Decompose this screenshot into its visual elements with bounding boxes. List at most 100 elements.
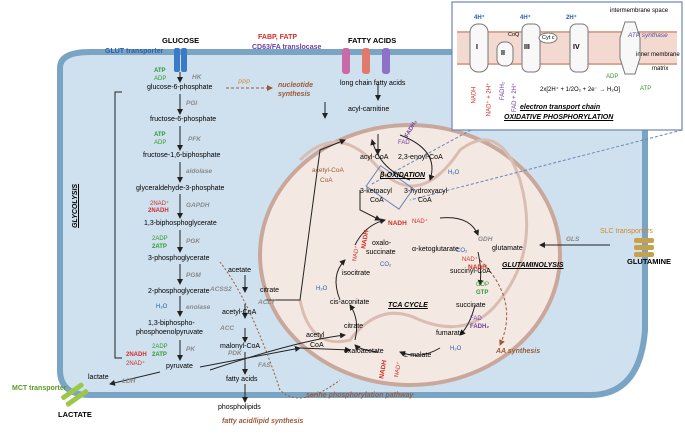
glycolysis-label: GLYCOLYSIS: [72, 183, 79, 228]
cofactor-nad: 2NAD⁺: [150, 201, 170, 207]
acly-label: ACLY: [258, 299, 276, 306]
fabp-label: FABP, FATP: [258, 34, 298, 41]
gdh-label: GDH: [478, 236, 493, 243]
metabolite-g3p: glyceraldehyde-3-phosphate: [136, 185, 225, 192]
complex3-label: III: [524, 44, 530, 51]
cytc-label: Cyt c: [542, 35, 555, 41]
lcfa-label: long chain fatty acids: [340, 80, 406, 87]
nadh-beta: NADH: [388, 220, 407, 227]
etc-nad: NAD⁺ + 2H⁺: [486, 82, 493, 117]
ppp-label: PPP: [238, 80, 251, 86]
matrix-label: matrix: [652, 66, 669, 72]
gdp-label: GDP: [476, 282, 490, 288]
cofactor-nadh: 2NADH: [148, 208, 169, 214]
oaa-label: oxaloacetate: [344, 348, 384, 355]
h2o-beta: H₂O: [448, 170, 460, 176]
nad-beta: NAD⁺: [412, 219, 428, 225]
phospholipids-label: phospholipids: [218, 404, 261, 411]
enzyme-pgi: PGI: [186, 100, 198, 107]
complex2-label: II: [501, 50, 505, 57]
metabolite-pep1: 1,3-biphospho-: [148, 320, 195, 327]
gls-label: GLS: [566, 236, 580, 243]
glucose-label: GLUCOSE: [162, 36, 200, 45]
oxalo-label: oxalo-: [372, 240, 392, 247]
complex-2: [496, 41, 514, 67]
complex-3: [521, 23, 541, 73]
mct-label: MCT transporter: [12, 385, 67, 392]
glut-transporter: [174, 48, 187, 72]
acylcarnitine-label: acyl-carnitine: [348, 106, 390, 113]
h2-label: 2H⁺: [566, 15, 577, 21]
glut-label: GLUT transporter: [105, 48, 164, 55]
slc-label: SLC transporters: [600, 228, 653, 235]
acc-label: ACC: [220, 325, 235, 332]
fatty-acids-cyto-label: fatty acids: [226, 376, 258, 383]
etc-title: electron transport chain: [520, 104, 601, 111]
fadh2-tca: FADH₂: [470, 324, 489, 330]
keto2-label: CoA: [370, 197, 384, 204]
cofactor-adp1: ADP: [154, 76, 167, 82]
hydroxy2-label: CoA: [418, 197, 432, 204]
cofactor-nad-ldh: 2NAD⁺: [126, 361, 146, 367]
cofactor-adp4: 2ADP: [152, 344, 168, 350]
metabolite-f6p: fructose-6-phosphate: [150, 116, 217, 123]
slc-transporter: [634, 238, 654, 257]
glutamate-label: glutamate: [492, 245, 523, 252]
acetyl-mito-label: acetyl: [306, 332, 325, 339]
coa-beta: CoA: [320, 177, 333, 184]
enzyme-pgk: PGK: [186, 238, 201, 245]
beta-ox-label: β-OXIDATION: [380, 172, 426, 179]
enzyme-enolase: enolase: [186, 304, 211, 311]
glutamine-label: GLUTAMINE: [627, 257, 672, 266]
metabolite-f16bp: fructose-1,6-biphosphate: [143, 152, 221, 159]
metabolite-g6p: glucose-6-phosphate: [147, 84, 213, 91]
cofactor-atp3: 2ATP: [152, 244, 167, 250]
atp-synthase-label: ATP synthase: [628, 32, 668, 39]
complex4-label: IV: [573, 44, 580, 51]
fatty-acids-label: FATTY ACIDS: [348, 36, 397, 45]
metabolite-2pg: 2-phosphoglycerate: [148, 288, 210, 295]
cofactor-adp2: ADP: [154, 140, 167, 146]
akg-label: α-ketoglutarate: [412, 246, 459, 253]
intermembrane-label: intermembrane space: [610, 8, 669, 14]
complex1-label: I: [476, 44, 478, 51]
succ-coa-label: succinyl-CoA: [450, 268, 491, 275]
nad-tca-2: NAD⁺: [462, 257, 478, 263]
tca-label: TCA CYCLE: [388, 302, 428, 309]
enzyme-hk: HK: [192, 74, 202, 81]
mitochondrion: [258, 123, 562, 387]
h2o-tca-2: H₂O: [316, 286, 328, 292]
acetyl-coa-cyto-label: acetyl-CoA: [222, 309, 257, 316]
cofactor-nadh-ldh: 2NADH: [126, 352, 147, 358]
acyl-coa-label: acyl-CoA: [360, 154, 389, 161]
cristae: [298, 138, 529, 344]
cofactor-atp4: 2ATP: [152, 352, 167, 358]
succinate-label: succinate: [456, 302, 486, 309]
cofactor-atp2: ATP: [154, 132, 166, 138]
metabolite-13bpg: 1,3-biphosphoglycerate: [144, 220, 217, 227]
cofactor-atp1: ATP: [154, 68, 166, 74]
glutaminolysis-label: GLUTAMINOLYSIS: [502, 262, 564, 269]
enzyme-aldolase: aldolase: [186, 168, 213, 175]
serine-label: serine phosphorylation pathway: [306, 392, 414, 399]
etc-atp: ATP: [640, 86, 652, 92]
fad-beta: FAD: [398, 140, 410, 146]
cofactor-h2o: H₂O: [156, 304, 168, 310]
nadh-tca-2: NADH: [468, 264, 487, 271]
metabolite-pyruvate: pyruvate: [166, 363, 193, 370]
fumarate-label: fumarate: [436, 330, 464, 337]
metabolite-lactate: lactate: [88, 374, 109, 381]
coa-mito-label: CoA: [310, 342, 324, 349]
citrate-cyto-label: citrate: [260, 287, 280, 294]
acss2-label: ACSS2: [210, 286, 232, 293]
coq-label: CoQ: [508, 32, 520, 38]
acetyl-coa-beta: acetyl-CoA: [312, 167, 344, 174]
enzyme-pgm: PGM: [186, 272, 201, 279]
nucleotide-label: nucleotide: [278, 82, 314, 89]
isocitrate-label: isocitrate: [342, 270, 371, 277]
h4-2: 4H⁺: [520, 15, 531, 21]
co2-tca-1: CO₂: [380, 262, 392, 268]
etc-fadh2: FADH₂: [500, 81, 507, 101]
fa-transporters: [342, 48, 390, 74]
